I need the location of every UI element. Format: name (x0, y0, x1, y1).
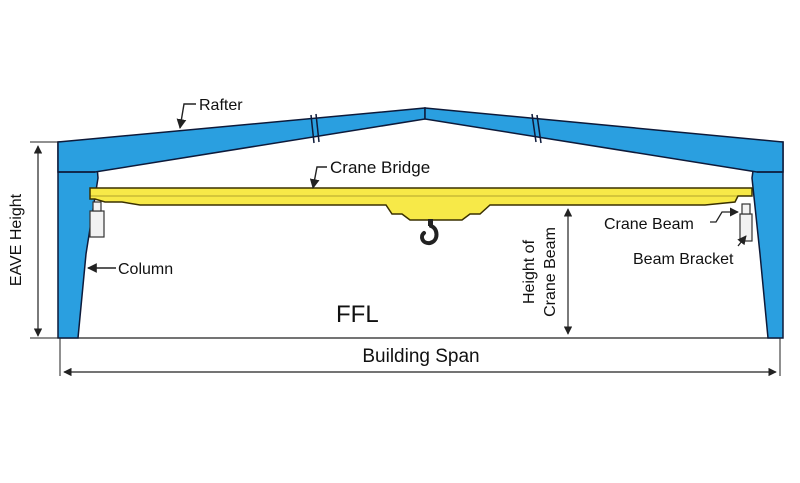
crane-beam-label: Crane Beam (604, 216, 694, 233)
height-of-crane-beam-label-line2: Crane Beam (542, 227, 559, 317)
crane-hook-icon (420, 219, 439, 246)
right-crane-beam (741, 203, 751, 215)
ffl-label: FFL (336, 301, 379, 328)
height-of-crane-beam-label-line1: Height of (521, 239, 538, 304)
left-beam-bracket (89, 210, 105, 238)
left-rafter (57, 107, 426, 173)
crane-bridge-leader (309, 166, 327, 189)
beam-bracket-leader (737, 235, 747, 247)
left-crane-beam (92, 201, 102, 212)
rafter-label: Rafter (199, 97, 243, 114)
crane-beam-leader (710, 207, 739, 223)
crane-bridge-label: Crane Bridge (330, 158, 430, 177)
rafter-leader (176, 103, 196, 129)
beam-bracket-label: Beam Bracket (633, 251, 734, 268)
column-label: Column (118, 261, 173, 278)
eave-height-label: EAVE Height (8, 193, 25, 286)
rafter-splice-left (310, 113, 320, 144)
right-rafter (424, 107, 784, 173)
building-span-label: Building Span (362, 346, 479, 367)
rafter-splice-right (531, 113, 542, 144)
